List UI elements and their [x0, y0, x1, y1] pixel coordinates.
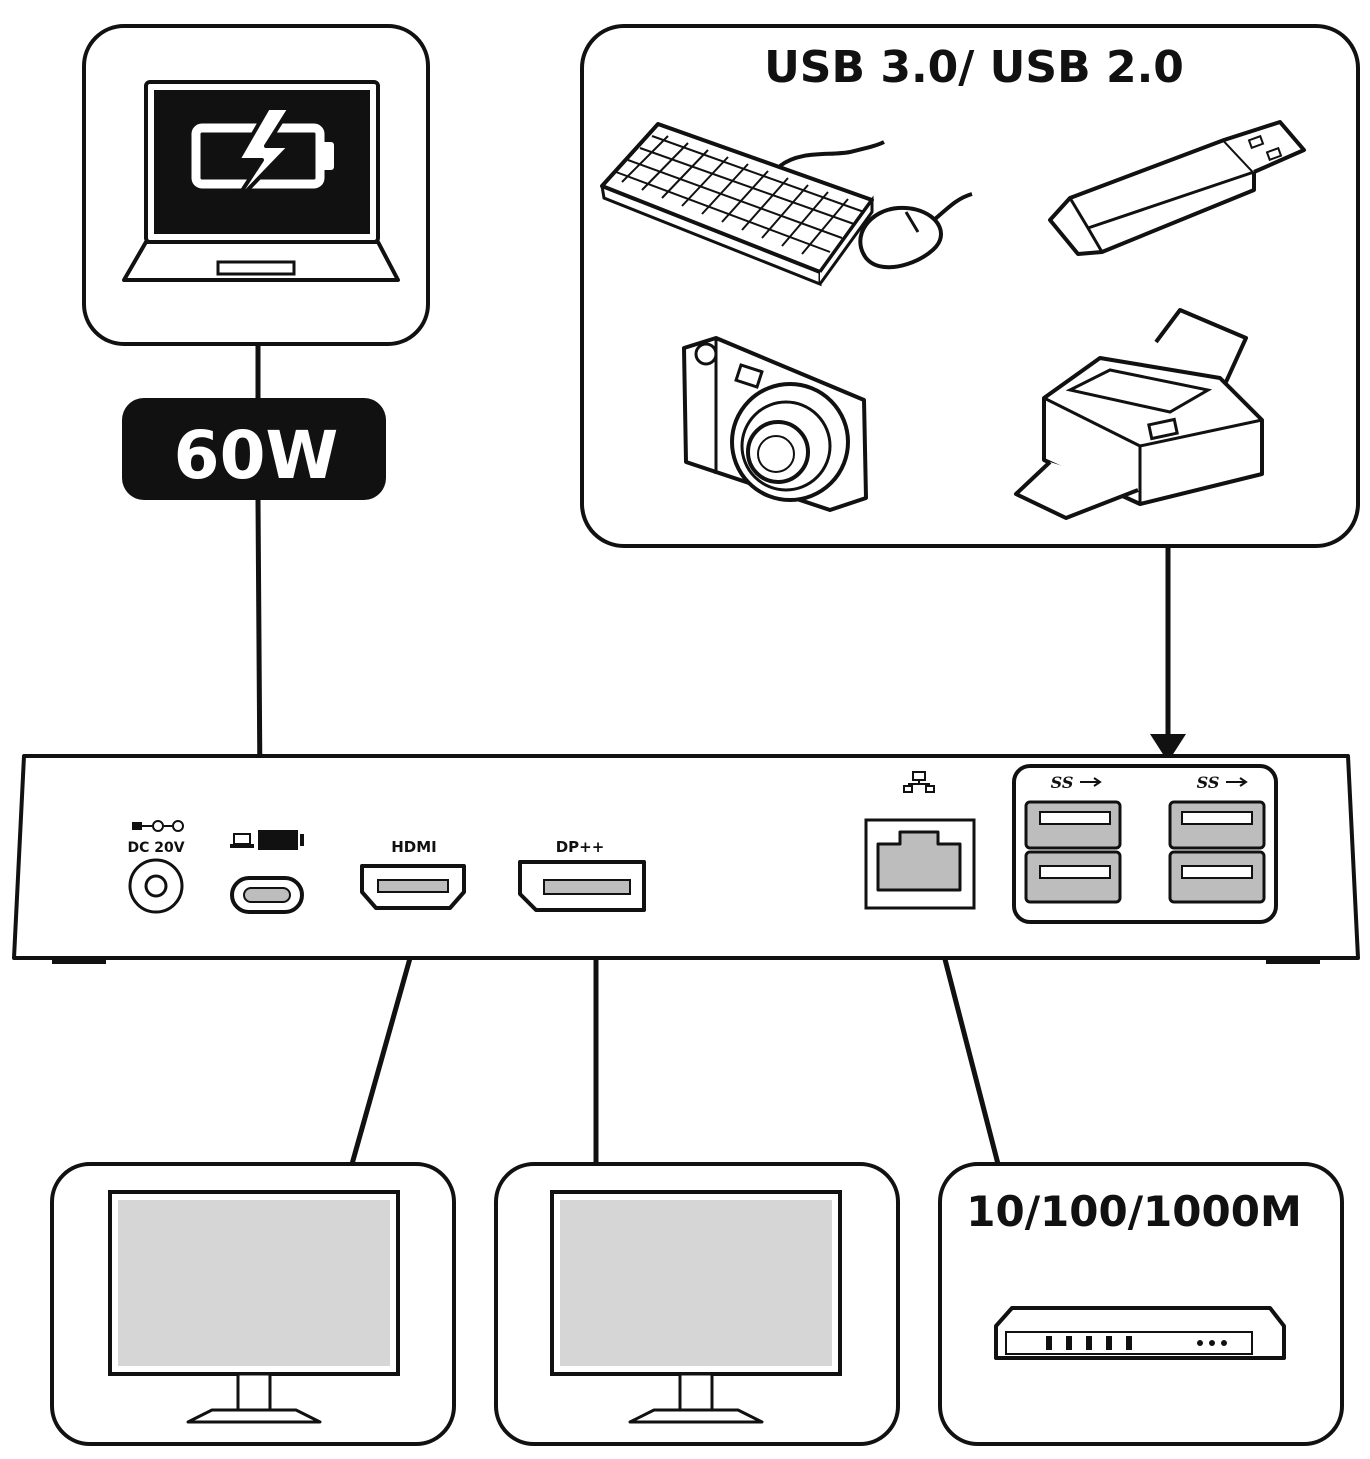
line-badge-to-usbc: [255, 499, 263, 791]
printer-icon: [1014, 308, 1264, 520]
camera-icon: [682, 336, 868, 512]
ethernet-port: [864, 771, 976, 910]
network-symbol-icon: [903, 771, 935, 793]
usb-a-port-icon: [1024, 850, 1122, 904]
network-box: 10/100/1000M: [938, 1162, 1344, 1446]
arrowhead-usb-hub: [1150, 734, 1186, 762]
usb-c-port-icon: [230, 876, 304, 914]
ethernet-port-icon: [864, 818, 976, 910]
monitor-icon: [108, 1190, 400, 1424]
dc-jack-icon: [128, 858, 184, 914]
usb-flash-drive-icon: [1048, 120, 1306, 256]
monitor-icon: [550, 1190, 842, 1424]
dp-monitor-box: [494, 1162, 900, 1446]
usb-ss-label-left: SS: [1051, 773, 1074, 792]
usb-ss-label-right: SS: [1197, 773, 1220, 792]
usb-title: USB 3.0/ USB 2.0: [764, 42, 1184, 93]
displayport-icon: [518, 860, 646, 912]
mouse-icon: [858, 192, 973, 270]
keyboard-icon: [600, 122, 885, 287]
dc-label: DC 20V: [127, 840, 184, 856]
hdmi-label: HDMI: [391, 838, 437, 856]
displayport-port: DP++: [518, 838, 646, 912]
usb-a-port-icon: [1168, 800, 1266, 850]
usb-a-hub: SS SS: [1012, 764, 1278, 924]
hdmi-port-icon: [360, 864, 466, 910]
network-switch-icon: [994, 1306, 1286, 1360]
network-speed-label: 10/100/1000M: [966, 1187, 1302, 1236]
laptop-box: [82, 24, 430, 346]
hdmi-monitor-box: [50, 1162, 456, 1446]
power-badge: 60W: [122, 398, 386, 500]
dc-polarity-icon: [132, 820, 184, 832]
battery-bolt-icon: [191, 106, 334, 208]
usb-a-port-icon: [1024, 800, 1122, 850]
hdmi-port: HDMI: [360, 838, 466, 910]
usb-c-port: [230, 830, 304, 914]
usb-peripherals-box: USB 3.0/ USB 2.0: [580, 24, 1360, 548]
usb-a-port-icon: [1168, 850, 1266, 904]
usb-c-pd-icon: [230, 830, 304, 850]
connector-lines: [255, 344, 1171, 1165]
dp-label: DP++: [556, 838, 605, 856]
dc-jack-port: DC 20V: [127, 820, 185, 914]
line-hdmi-monitor: [349, 943, 417, 1165]
laptop-charging-icon: [122, 80, 400, 282]
dock-body: DC 20V HDMI: [12, 754, 1360, 964]
power-label: 60W: [174, 417, 339, 494]
line-network: [937, 939, 1001, 1165]
